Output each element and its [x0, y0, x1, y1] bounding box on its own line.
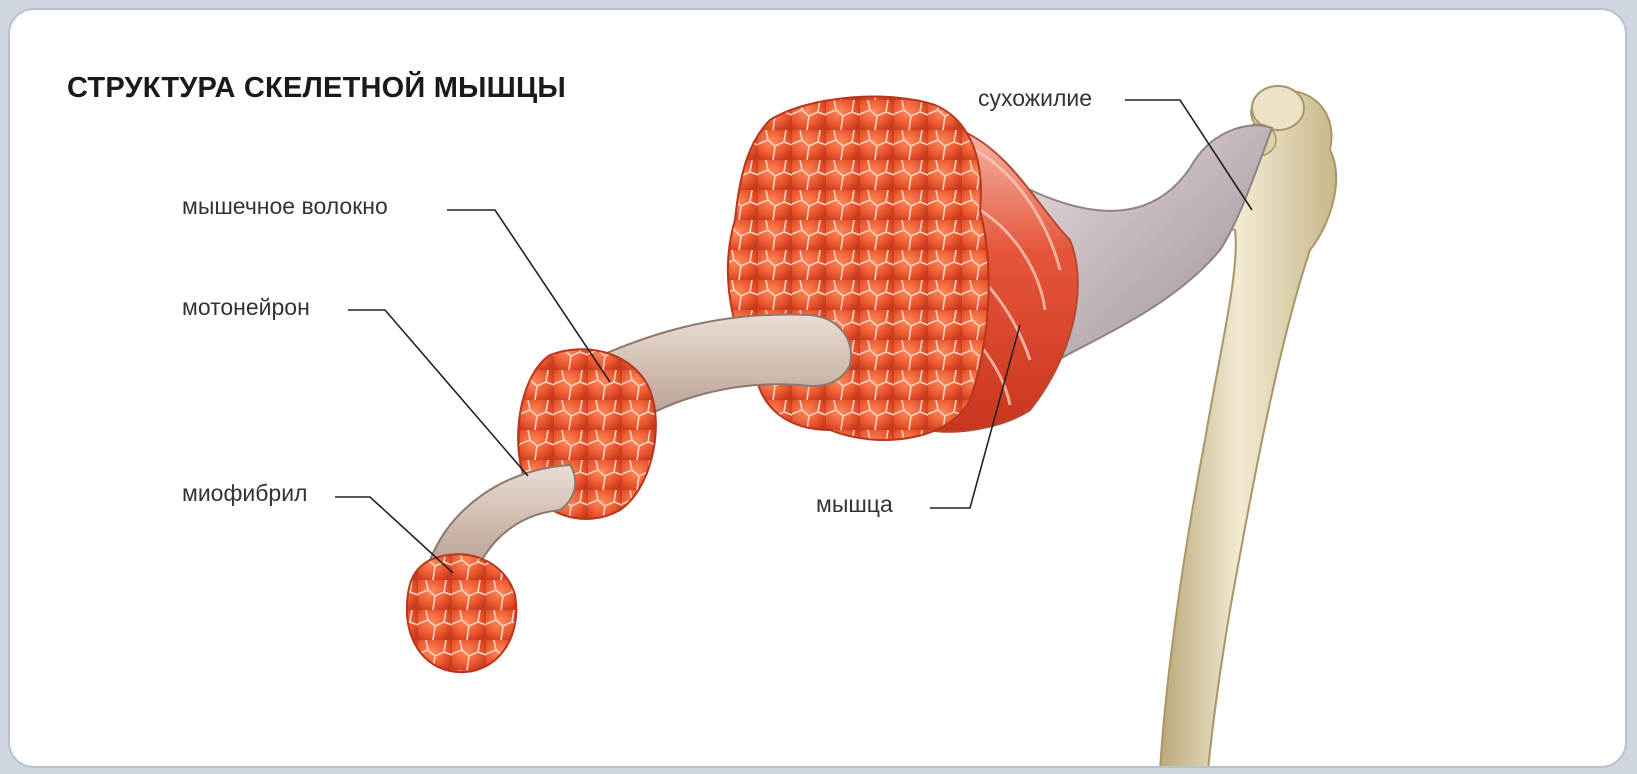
label-muscle: мышца	[816, 491, 893, 518]
label-motoneuron: мотонейрон	[182, 294, 310, 321]
label-tendon: сухожилие	[978, 85, 1092, 112]
label-myofibril: миофибрил	[182, 480, 307, 507]
label-muscle-fiber: мышечное волокно	[182, 193, 388, 220]
diagram-frame: СТРУКТУРА СКЕЛЕТНОЙ МЫШЦЫ сухожилие мыше…	[8, 8, 1627, 768]
muscle-illustration	[10, 10, 1627, 768]
leader-motoneuron	[348, 310, 528, 476]
page-title: СТРУКТУРА СКЕЛЕТНОЙ МЫШЦЫ	[67, 72, 566, 105]
